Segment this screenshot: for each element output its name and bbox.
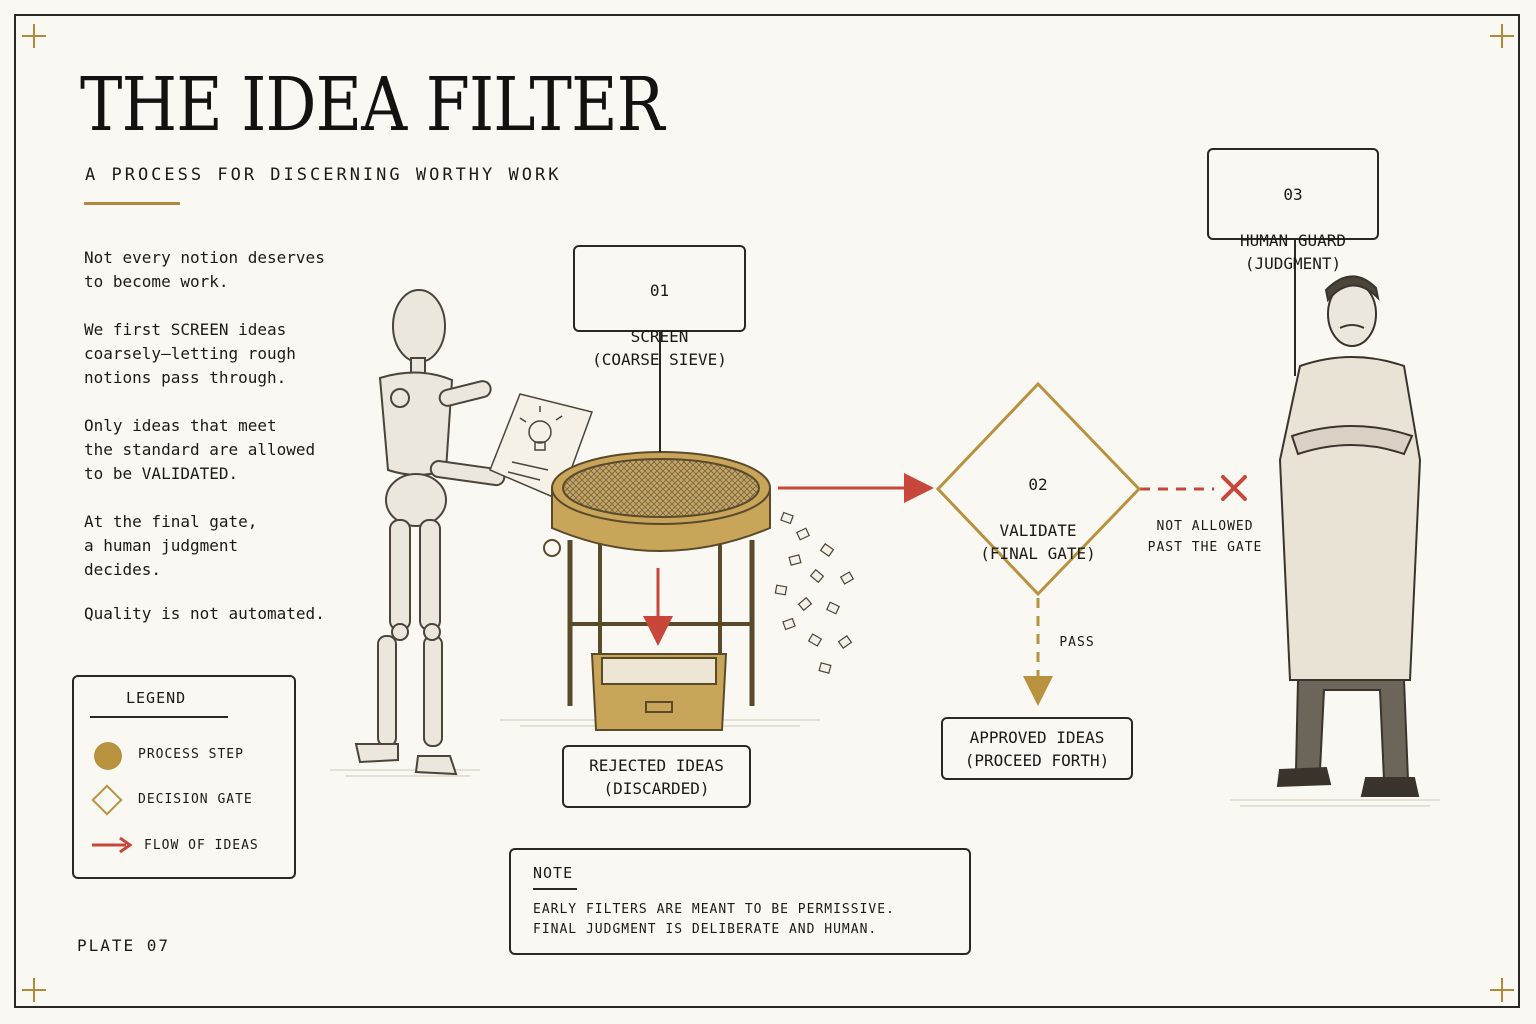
approved-ideas-box: APPROVED IDEAS (PROCEED FORTH) [941, 717, 1133, 780]
corner-mark-top-right [1490, 24, 1514, 48]
plate-number: PLATE 07 [77, 936, 171, 955]
legend-title: LEGEND [126, 689, 187, 707]
page-subtitle: A PROCESS FOR DISCERNING WORTHY WORK [85, 165, 562, 185]
intro-paragraph: Not every notion deserves to become work… [84, 248, 325, 291]
legend-item-process-step: PROCESS STEP [138, 747, 244, 762]
not-allowed-label: NOT ALLOWED PAST THE GATE [1147, 519, 1263, 555]
plate-frame [14, 14, 1520, 1008]
title-underline [84, 202, 180, 205]
human-guard-step-box: 03 HUMAN GUARD (JUDGMENT) [1207, 148, 1379, 273]
legend: LEGEND PROCESS STEP DECISION GATE FLOW O… [72, 675, 296, 879]
human-guard-figure [1276, 275, 1422, 797]
corner-mark-bottom-left [22, 978, 46, 1002]
note-box: NOTE EARLY FILTERS ARE MEANT TO BE PERMI… [509, 848, 971, 955]
note-divider [533, 888, 577, 890]
corner-mark-bottom-right [1490, 978, 1514, 1002]
page-title: THE IDEA FILTER [80, 62, 665, 148]
legend-item-flow: FLOW OF IDEAS [144, 838, 259, 853]
note-title: NOTE [533, 864, 574, 882]
rejected-ideas-box: REJECTED IDEAS (DISCARDED) [562, 745, 751, 808]
ground-shadow-right [1230, 799, 1440, 807]
legend-item-decision-gate: DECISION GATE [138, 792, 253, 807]
process-step-icon [94, 742, 122, 770]
screen-step-number: 01 [649, 281, 670, 300]
intro-paragraph: At the final gate, a human judgment deci… [84, 512, 258, 579]
corner-mark-top-left [22, 24, 46, 48]
note-body: EARLY FILTERS ARE MEANT TO BE PERMISSIVE… [533, 902, 895, 937]
intro-paragraph: We first SCREEN ideas coarsely—letting r… [84, 320, 296, 387]
validate-step-number: 02 [1028, 475, 1048, 494]
intro-closing-line: Quality is not automated. [84, 604, 325, 623]
rejected-ideas-tray [590, 653, 728, 731]
validate-gate-text: 02 VALIDATE (FINAL GATE) [948, 450, 1128, 588]
screen-step-box: 01 SCREEN (COARSE SIEVE) [573, 245, 746, 369]
validate-step-label: VALIDATE (FINAL GATE) [980, 521, 1096, 563]
guard-step-label: HUMAN GUARD (JUDGMENT) [1240, 231, 1346, 273]
intro-text: Not every notion deserves to become work… [84, 246, 384, 650]
validate-decision-gate [935, 381, 1142, 597]
pass-label: PASS [1059, 635, 1095, 650]
screen-step-label: SCREEN (COARSE SIEVE) [592, 327, 727, 369]
lightbulb-icon [519, 406, 563, 451]
rejected-x-icon [1221, 475, 1247, 501]
falling-idea-scraps [774, 511, 855, 674]
flow-arrow-icon [92, 836, 133, 854]
coarse-sieve [543, 451, 771, 706]
intro-paragraph: Only ideas that meet the standard are al… [84, 416, 316, 483]
decision-gate-icon [91, 784, 123, 816]
legend-divider [90, 716, 228, 718]
mannequin-figure [354, 289, 506, 776]
guard-step-number: 03 [1283, 185, 1303, 204]
